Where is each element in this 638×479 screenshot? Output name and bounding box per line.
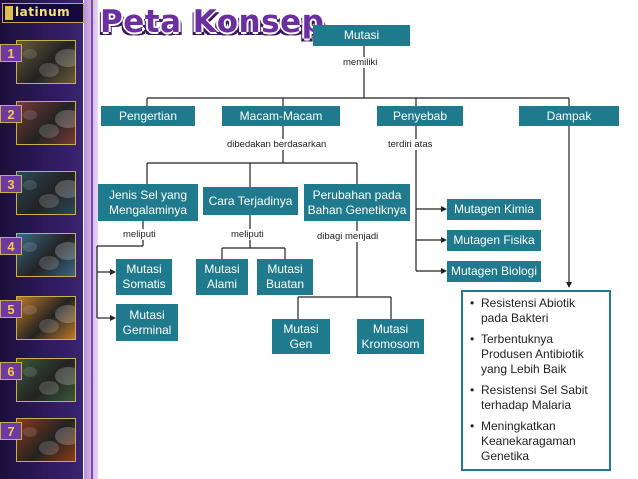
thumb-texture <box>23 242 37 252</box>
node-mutasi: Mutasi <box>313 25 410 46</box>
nav-item-3[interactable]: 3 <box>0 171 80 217</box>
nav-number-badge: 6 <box>0 362 22 380</box>
node-cara-terjadinya: Cara Terjadinya <box>203 187 298 215</box>
fruits-photo-icon <box>16 418 76 462</box>
nav-number-badge: 3 <box>0 175 22 193</box>
nav-item-5[interactable]: 5 <box>0 296 80 342</box>
thumb-texture <box>23 367 37 377</box>
nav-item-2[interactable]: 2 <box>0 101 80 147</box>
nav-number-badge: 5 <box>0 300 22 318</box>
impact-item: Terbentuknya Produsen Antibiotik yang Le… <box>469 332 605 377</box>
label-memiliki: memiliki <box>342 57 379 68</box>
thumb-texture <box>55 305 75 323</box>
nav-item-6[interactable]: 6 <box>0 358 80 404</box>
impact-item: Resistensi Abiotik pada Bakteri <box>469 296 605 326</box>
thumb-texture <box>23 180 37 190</box>
shoes-photo-icon <box>16 40 76 84</box>
thumb-texture <box>23 427 37 437</box>
node-mutagen-biologi: Mutagen Biologi <box>447 261 541 282</box>
rail-divider <box>91 0 93 479</box>
thumb-texture <box>23 110 37 120</box>
seedling-photo-icon <box>16 296 76 340</box>
thumb-texture <box>55 427 75 445</box>
brand-mark-icon <box>5 6 13 20</box>
brand-text: latinum <box>15 5 71 19</box>
nav-item-7[interactable]: 7 <box>0 418 80 464</box>
thumb-texture <box>55 49 75 67</box>
thumb-texture <box>55 367 75 385</box>
nav-number-badge: 7 <box>0 422 22 440</box>
node-mutagen-kimia: Mutagen Kimia <box>447 199 541 220</box>
thumb-texture <box>39 381 59 395</box>
page-title: Peta Konsep <box>100 4 325 40</box>
label-meliputi-cara: meliputi <box>230 229 265 240</box>
node-pengertian: Pengertian <box>101 106 195 126</box>
sidebar: latinum 1 2 3 4 5 6 7 <box>0 0 84 479</box>
brand-logo: latinum <box>2 3 84 23</box>
nav-item-1[interactable]: 1 <box>0 40 80 86</box>
label-dibedakan: dibedakan berdasarkan <box>226 139 328 150</box>
fish-photo-icon <box>16 171 76 215</box>
node-dampak: Dampak <box>519 106 619 126</box>
impact-list: Resistensi Abiotik pada Bakteri Terbentu… <box>461 290 611 471</box>
thumb-texture <box>23 49 37 59</box>
impact-item: Meningkatkan Keanekaragaman Genetika <box>469 419 605 464</box>
label-meliputi-jenis: meliputi <box>122 229 157 240</box>
label-terdiri: terdiri atas <box>387 139 434 150</box>
label-dibagi: dibagi menjadi <box>316 231 380 242</box>
nav-number-badge: 1 <box>0 44 22 62</box>
nav-item-4[interactable]: 4 <box>0 233 80 279</box>
thumb-texture <box>55 110 75 128</box>
node-penyebab: Penyebab <box>377 106 463 126</box>
trees-photo-icon <box>16 358 76 402</box>
thumb-texture <box>55 242 75 260</box>
nav-number-badge: 4 <box>0 237 22 255</box>
thumb-texture <box>39 194 59 208</box>
impact-item: Resistensi Sel Sabit terhadap Malaria <box>469 383 605 413</box>
thumb-texture <box>39 441 59 455</box>
thumb-texture <box>39 319 59 333</box>
node-mutagen-fisika: Mutagen Fisika <box>447 230 541 251</box>
thumb-texture <box>55 180 75 198</box>
thumb-texture <box>23 305 37 315</box>
node-macam-macam: Macam-Macam <box>222 106 340 126</box>
thumb-texture <box>39 63 59 77</box>
nav-number-badge: 2 <box>0 105 22 123</box>
flower-photo-icon <box>16 101 76 145</box>
thumb-texture <box>39 124 59 138</box>
thumb-texture <box>39 256 59 270</box>
koi-fish-photo-icon <box>16 233 76 277</box>
